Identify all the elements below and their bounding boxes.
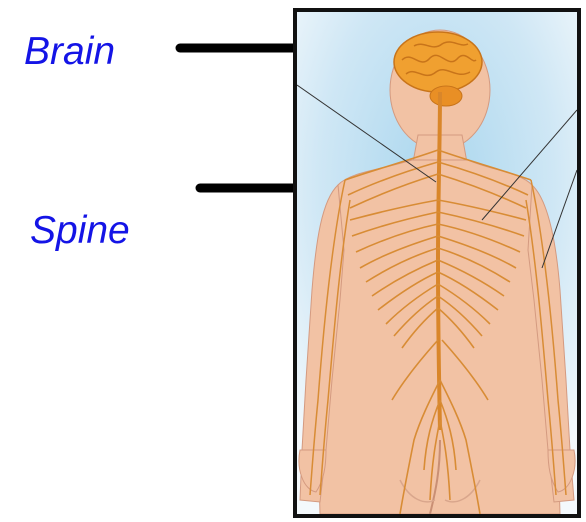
cerebellum — [430, 86, 462, 106]
nervous-system-illustration — [293, 8, 581, 518]
body-figure — [297, 12, 577, 514]
